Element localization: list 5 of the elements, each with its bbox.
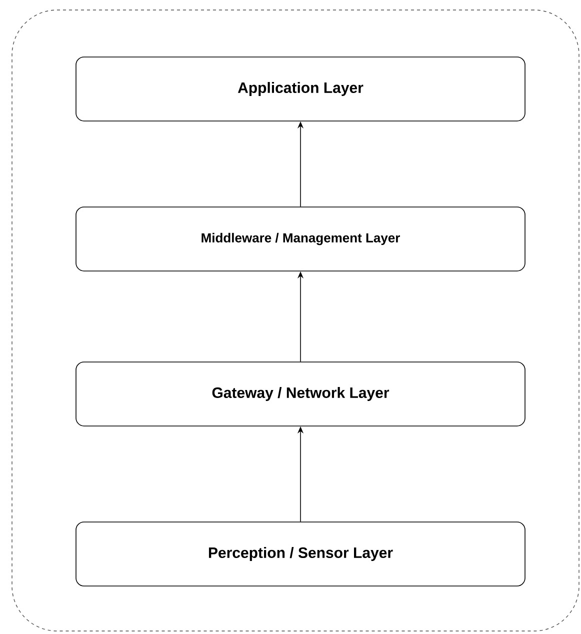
layer-box: Middleware / Management Layer [76,206,526,272]
layer-box: Perception / Sensor Layer [76,522,526,586]
layer-box: Gateway / Network Layer [76,362,526,426]
layer-box: Application Layer [76,56,526,122]
dashed-container [12,10,580,632]
